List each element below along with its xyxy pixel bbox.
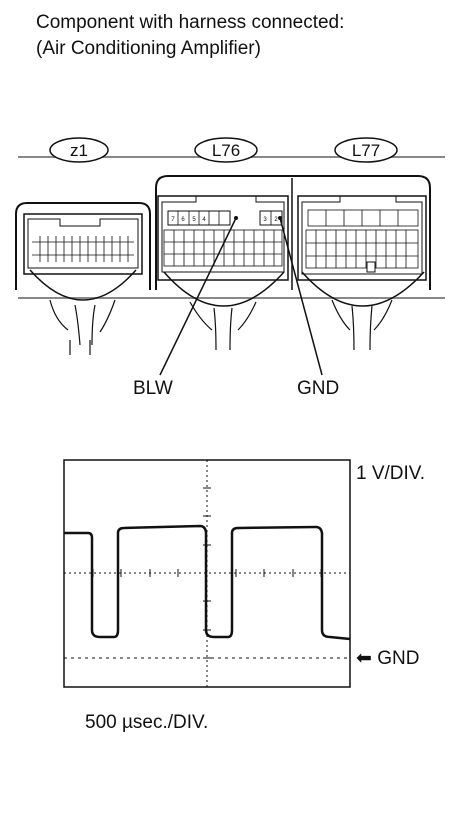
connector-id-l76: L76	[212, 141, 240, 160]
ground-marker: ⬅ GND	[356, 648, 419, 670]
heading-line-2: (Air Conditioning Amplifier)	[36, 38, 261, 59]
oscilloscope-screen	[63, 459, 351, 688]
gnd-callout-label: GND	[297, 378, 340, 399]
pin-number: 6	[181, 217, 185, 223]
volts-per-div-label: 1 V/DIV.	[356, 463, 426, 484]
connector-id-z1: z1	[70, 141, 88, 160]
pin-number: 5	[192, 217, 196, 223]
blw-leader-line	[159, 217, 237, 376]
time-per-div-label: 500 µsec./DIV.	[85, 712, 209, 733]
connector-z1	[15, 202, 151, 355]
gnd-probe-point	[278, 216, 282, 220]
blw-probe-point	[234, 216, 238, 220]
waveform-trace	[64, 524, 351, 641]
pin-number: 3	[263, 217, 267, 223]
pin-number: 2	[274, 217, 278, 223]
left-arrow-icon: ⬅	[356, 648, 372, 669]
connector-id-l77: L77	[352, 141, 380, 160]
connector-l77	[297, 195, 427, 351]
connector-label-l76: L76	[194, 137, 258, 163]
heading-line-1: Component with harness connected:	[36, 12, 345, 33]
connector-label-l77: L77	[334, 137, 398, 163]
pin-number: 7	[171, 217, 175, 223]
blw-callout-label: BLW	[133, 378, 173, 399]
ground-marker-label: GND	[377, 648, 420, 669]
connector-label-z1: z1	[49, 137, 109, 163]
gnd-leader-line	[279, 217, 323, 376]
connector-l76: 7 6 5 4 3 2	[157, 195, 289, 351]
pin-number: 4	[202, 217, 206, 223]
